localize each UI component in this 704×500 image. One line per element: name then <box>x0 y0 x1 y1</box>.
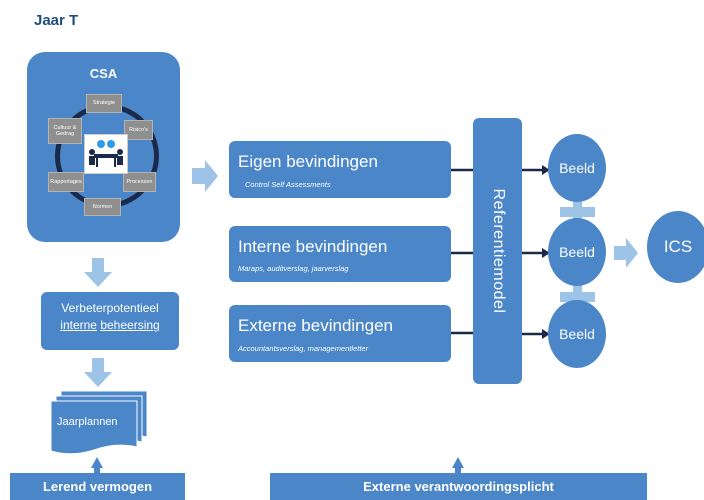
csa-chip-risicos: Risico's <box>124 120 153 140</box>
document-stack-icon <box>50 390 148 455</box>
csa-chip-processen: Processen <box>123 172 156 192</box>
lerend-vermogen-bar: Lerend vermogen <box>10 473 185 500</box>
verbeterpotentieel-box: Verbeterpotentieel interne beheersing <box>41 292 179 350</box>
externe-verantwoordingsplicht-bar: Externe verantwoordingsplicht <box>270 473 647 500</box>
csa-title: CSA <box>89 66 118 81</box>
referentiemodel-label: Referentiemodel <box>489 188 507 314</box>
csa-panel: CSA Strategie Risico's Processen Normen … <box>27 52 180 242</box>
csa-chip-cultuur: Cultuur & Gedrag <box>48 118 82 144</box>
verbeter-line1: Verbeterpotentieel <box>61 301 159 315</box>
referentiemodel-bar: Referentiemodel <box>473 118 522 384</box>
beeld-circle: Beeld <box>548 218 606 286</box>
meeting-icon <box>84 134 128 174</box>
csa-chip-normen: Normen <box>84 198 121 216</box>
beeld-circle: Beeld <box>548 134 606 202</box>
finding-subtitle: Control Self Assessments <box>245 180 331 189</box>
csa-chip-strategie: Strategie <box>86 94 122 113</box>
arrow-right-icon <box>614 238 638 268</box>
verbeter-word-beheersing: beheersing <box>100 318 160 332</box>
plus-icon <box>560 279 595 315</box>
finding-title: Externe bevindingen <box>238 316 394 335</box>
finding-box-externe: Externe bevindingen Accountantsverslag, … <box>229 305 451 362</box>
ics-circle: ICS <box>647 211 704 283</box>
arrow-up-icon <box>452 457 464 468</box>
arrow-right-icon <box>192 160 218 192</box>
plus-icon <box>560 194 595 230</box>
jaarplannen-label: Jaarplannen <box>57 416 118 428</box>
finding-box-eigen: Eigen bevindingen Control Self Assessmen… <box>229 141 451 198</box>
beeld-circle: Beeld <box>548 300 606 368</box>
finding-title: Eigen bevindingen <box>238 152 378 171</box>
csa-chip-rapportages: Rapportages <box>48 172 84 192</box>
arrow-up-icon <box>91 457 103 468</box>
verbeter-line2: interne beheersing <box>41 317 179 334</box>
finding-subtitle: Accountantsverslag, managementletter <box>238 344 369 353</box>
verbeter-word-interne: interne <box>60 318 97 332</box>
page-title: Jaar T <box>34 12 79 29</box>
arrow-down-icon <box>84 258 112 287</box>
finding-title: Interne bevindingen <box>238 237 388 256</box>
finding-subtitle: Maraps, auditverslag, jaarverslag <box>238 264 349 273</box>
finding-box-interne: Interne bevindingen Maraps, auditverslag… <box>229 226 451 282</box>
arrow-down-icon <box>84 358 112 387</box>
